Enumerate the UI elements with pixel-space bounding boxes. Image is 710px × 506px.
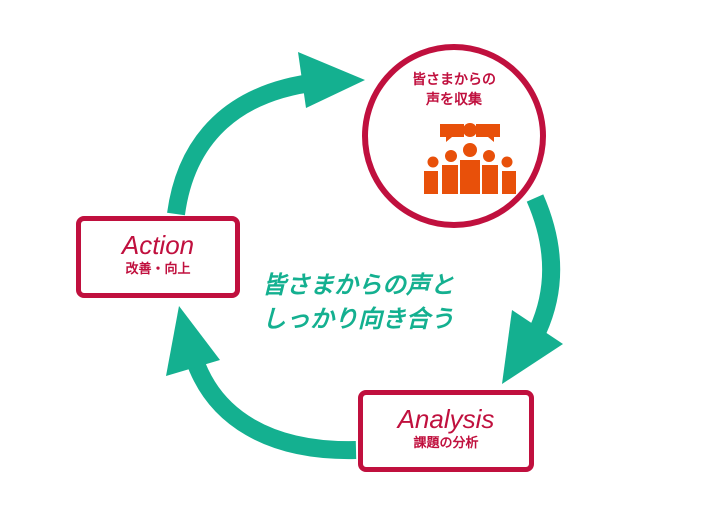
voice-collection-node: 皆さまからの 声を収集: [362, 44, 546, 228]
center-message-line-1: 皆さまからの声と: [262, 271, 454, 299]
crowd-with-speech-bubbles-icon: [424, 123, 516, 194]
arrow-head-action: [166, 306, 220, 376]
voice-collection-title: 皆さまからの 声を収集: [368, 70, 540, 110]
analysis-subtitle: 課題の分析: [413, 436, 479, 451]
arrow-head-voice: [298, 52, 365, 108]
arrow-head-analysis: [502, 310, 563, 384]
analysis-step-box: Analysis 課題の分析: [358, 390, 534, 472]
arrow-voice-to-analysis: [526, 194, 561, 334]
arrow-action-to-voice: [167, 73, 320, 216]
voice-title-line-2: 声を収集: [426, 92, 482, 108]
center-message: 皆さまからの声と しっかり向き合う: [262, 268, 522, 336]
action-title: Action: [121, 230, 195, 260]
action-step-box: Action 改善・向上: [76, 216, 240, 298]
center-message-line-2: しっかり向き合う: [262, 305, 454, 333]
arrow-analysis-to-action: [185, 354, 357, 460]
analysis-title: Analysis: [397, 404, 495, 434]
action-subtitle: 改善・向上: [125, 262, 191, 277]
voice-title-line-1: 皆さまからの: [412, 72, 496, 88]
